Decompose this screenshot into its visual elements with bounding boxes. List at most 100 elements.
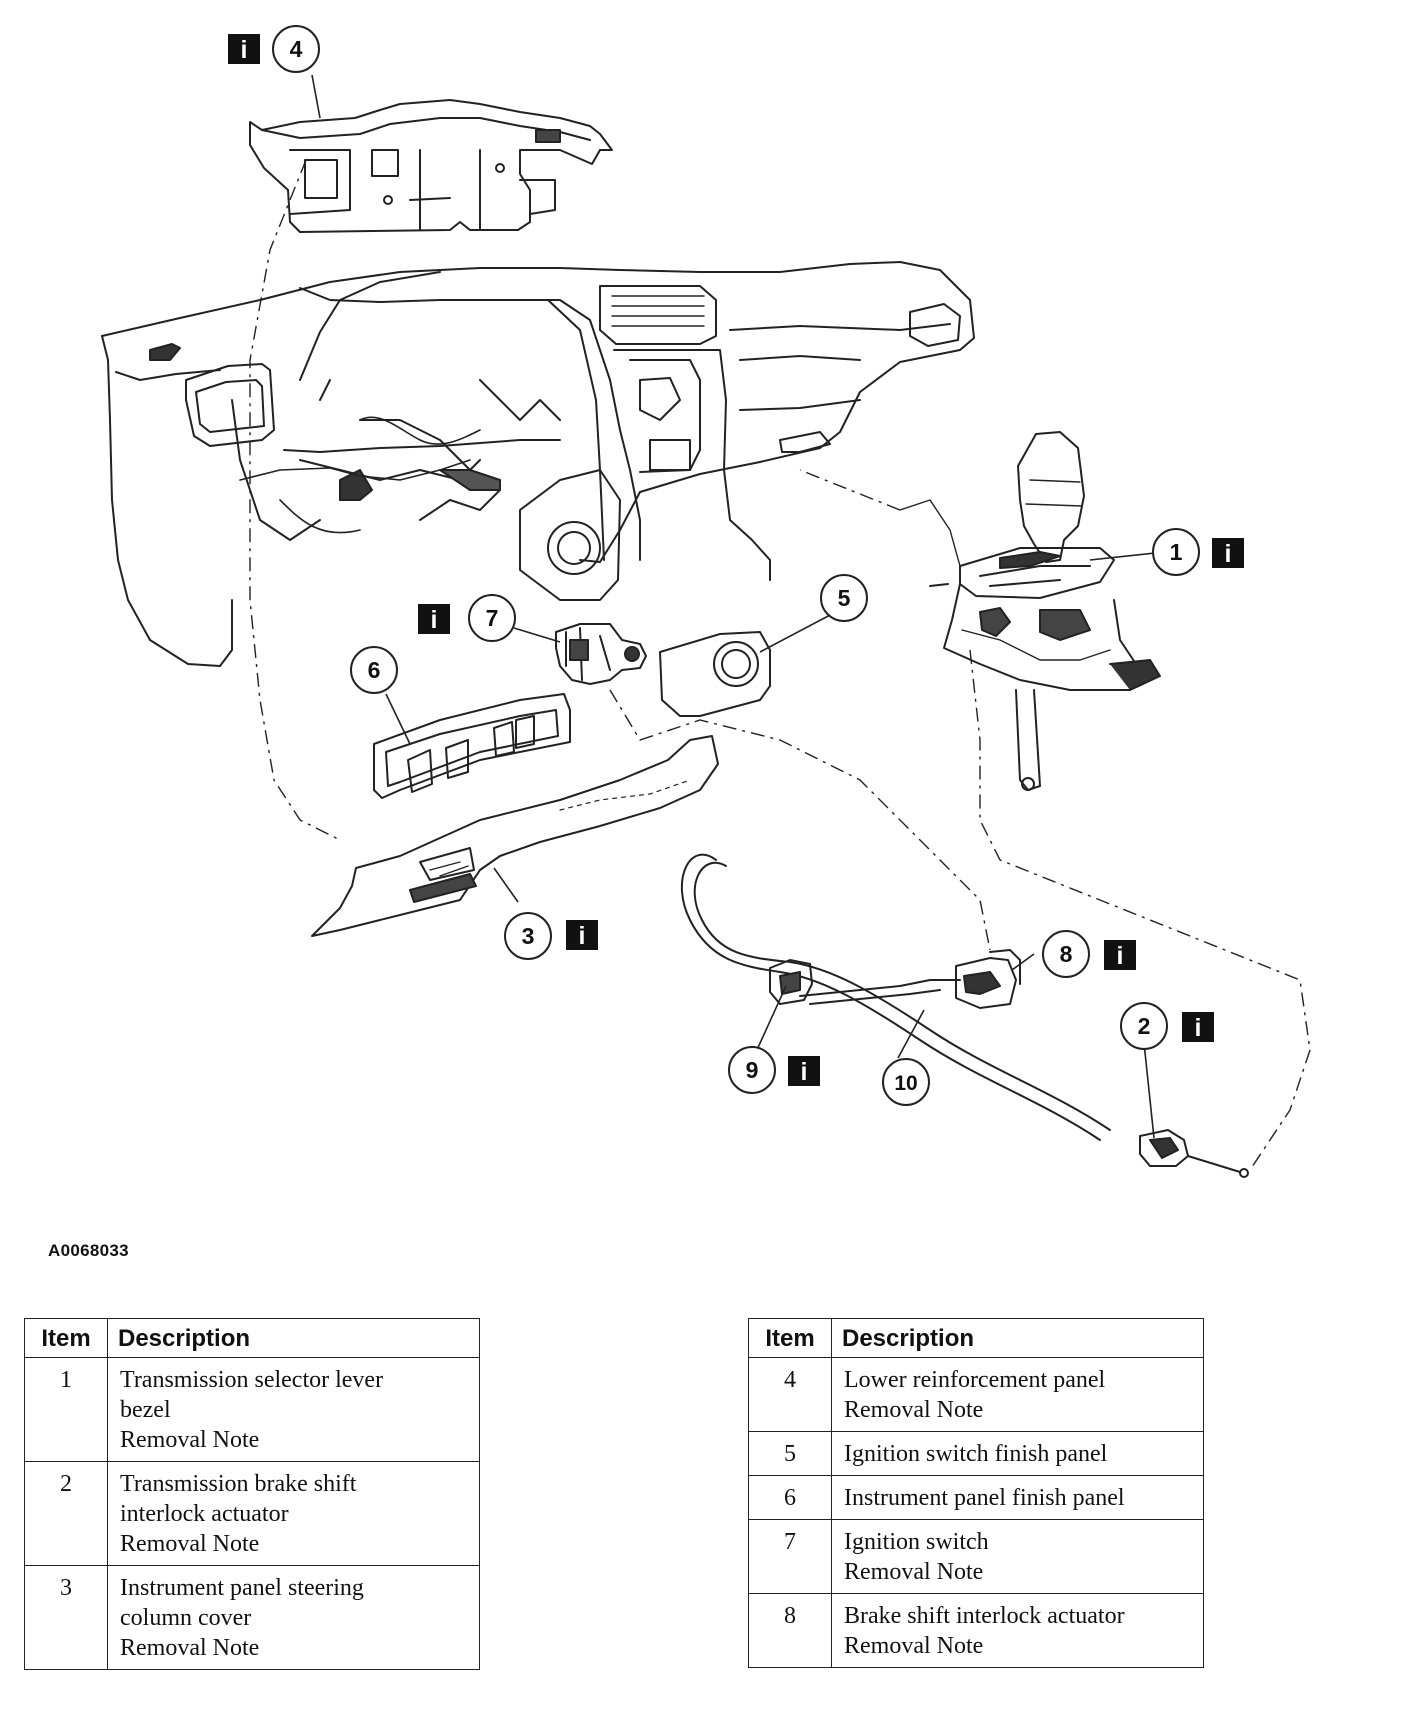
info-icon <box>1104 940 1136 970</box>
callout-number: 3 <box>522 923 535 949</box>
callout-number: 1 <box>1170 539 1183 565</box>
info-icon-glyph: i <box>1195 1014 1202 1042</box>
callout-10: 10 <box>882 1058 930 1106</box>
table-header-row: Item Description <box>748 1318 1204 1358</box>
callout-circle <box>350 646 398 694</box>
callout-circle <box>468 594 516 642</box>
info-icon <box>1182 1012 1214 1042</box>
figure-id: A0068033 <box>48 1241 129 1260</box>
callout-5: 5 <box>820 574 868 622</box>
transmission-selector-lever <box>899 431 1161 791</box>
lower-reinforcement-panel <box>249 99 613 233</box>
info-icon-glyph: i <box>579 922 586 950</box>
callout-number: 8 <box>1060 941 1073 967</box>
callout-number: 9 <box>746 1057 759 1083</box>
info-icon-glyph: i <box>431 606 438 634</box>
alignment-lines <box>249 159 1311 1171</box>
callout-circle <box>1120 1002 1168 1050</box>
item-number: 3 <box>24 1565 108 1670</box>
callout-circle <box>820 574 868 622</box>
callout-6: 6 <box>350 646 398 694</box>
callout-number: 7 <box>486 605 499 631</box>
description-line: Instrument panel steering <box>120 1575 364 1601</box>
description-line: Ignition switch finish panel <box>844 1441 1108 1467</box>
description-line: Removal Note <box>120 1427 260 1453</box>
callout-circle <box>1042 930 1090 978</box>
item-number: 2 <box>24 1461 108 1566</box>
ignition-switch-finish-panel <box>659 631 771 717</box>
table-row: 2 Transmission brake shift interlock actua… <box>24 1461 480 1566</box>
info-icon-glyph: i <box>1225 540 1232 568</box>
item-number: 4 <box>748 1357 832 1432</box>
item-description: Ignition switch finish panel <box>831 1431 1204 1476</box>
info-icon <box>228 34 260 64</box>
table-row: 5 Ignition switch finish panel <box>748 1431 1204 1476</box>
info-icon <box>1212 538 1244 568</box>
info-icon-glyph: i <box>241 36 248 64</box>
info-icon-glyph: i <box>1117 942 1124 970</box>
item-number: 7 <box>748 1519 832 1594</box>
description-line: Removal Note <box>844 1559 984 1585</box>
description-line: Removal Note <box>120 1635 260 1661</box>
transmission-brake-shift-interlock-actuator <box>1139 1129 1249 1178</box>
callout-7: 7i <box>418 594 516 642</box>
item-column-header: Item <box>24 1318 108 1358</box>
description-line: column cover <box>120 1605 252 1631</box>
item-number: 5 <box>748 1431 832 1476</box>
description-line: interlock actuator <box>120 1501 289 1527</box>
ignition-switch <box>555 623 647 685</box>
brake-shift-interlock-connector <box>769 959 813 1005</box>
description-line: Lower reinforcement panel <box>844 1367 1106 1393</box>
leader-lines <box>311 74 1165 1139</box>
item-description: Instrument panel finish panel <box>831 1475 1204 1520</box>
description-line: Transmission selector lever <box>120 1367 384 1393</box>
callout-circle <box>272 25 320 73</box>
description-column-header: Description <box>107 1318 480 1358</box>
wiring-harness <box>239 416 481 534</box>
description-line: Removal Note <box>120 1531 260 1557</box>
description-line: Ignition switch <box>844 1529 989 1555</box>
item-description: Transmission brake shift interlock actuat… <box>107 1461 480 1566</box>
description-column-header: Description <box>831 1318 1204 1358</box>
callout-number: 2 <box>1138 1013 1151 1039</box>
description-line: Removal Note <box>844 1633 984 1659</box>
callout-circle <box>728 1046 776 1094</box>
brake-shift-interlock-actuator <box>955 949 1021 1009</box>
callout-number: 5 <box>838 585 851 611</box>
info-icon-glyph: i <box>801 1058 808 1086</box>
instrument-panel <box>101 261 975 667</box>
table-header-row: Item Description <box>24 1318 480 1358</box>
info-icon <box>788 1056 820 1086</box>
callout-circle <box>1152 528 1200 576</box>
callout-number: 6 <box>368 657 381 683</box>
callout-circle <box>504 912 552 960</box>
item-number: 8 <box>748 1593 832 1668</box>
description-line: bezel <box>120 1397 171 1423</box>
item-number: 6 <box>748 1475 832 1520</box>
info-icon <box>418 604 450 634</box>
instrument-panel-finish-panel <box>373 693 571 799</box>
description-line: Brake shift interlock actuator <box>844 1603 1125 1629</box>
item-number: 1 <box>24 1357 108 1462</box>
description-line: Transmission brake shift <box>120 1471 357 1497</box>
callout-number: 4 <box>290 36 303 62</box>
